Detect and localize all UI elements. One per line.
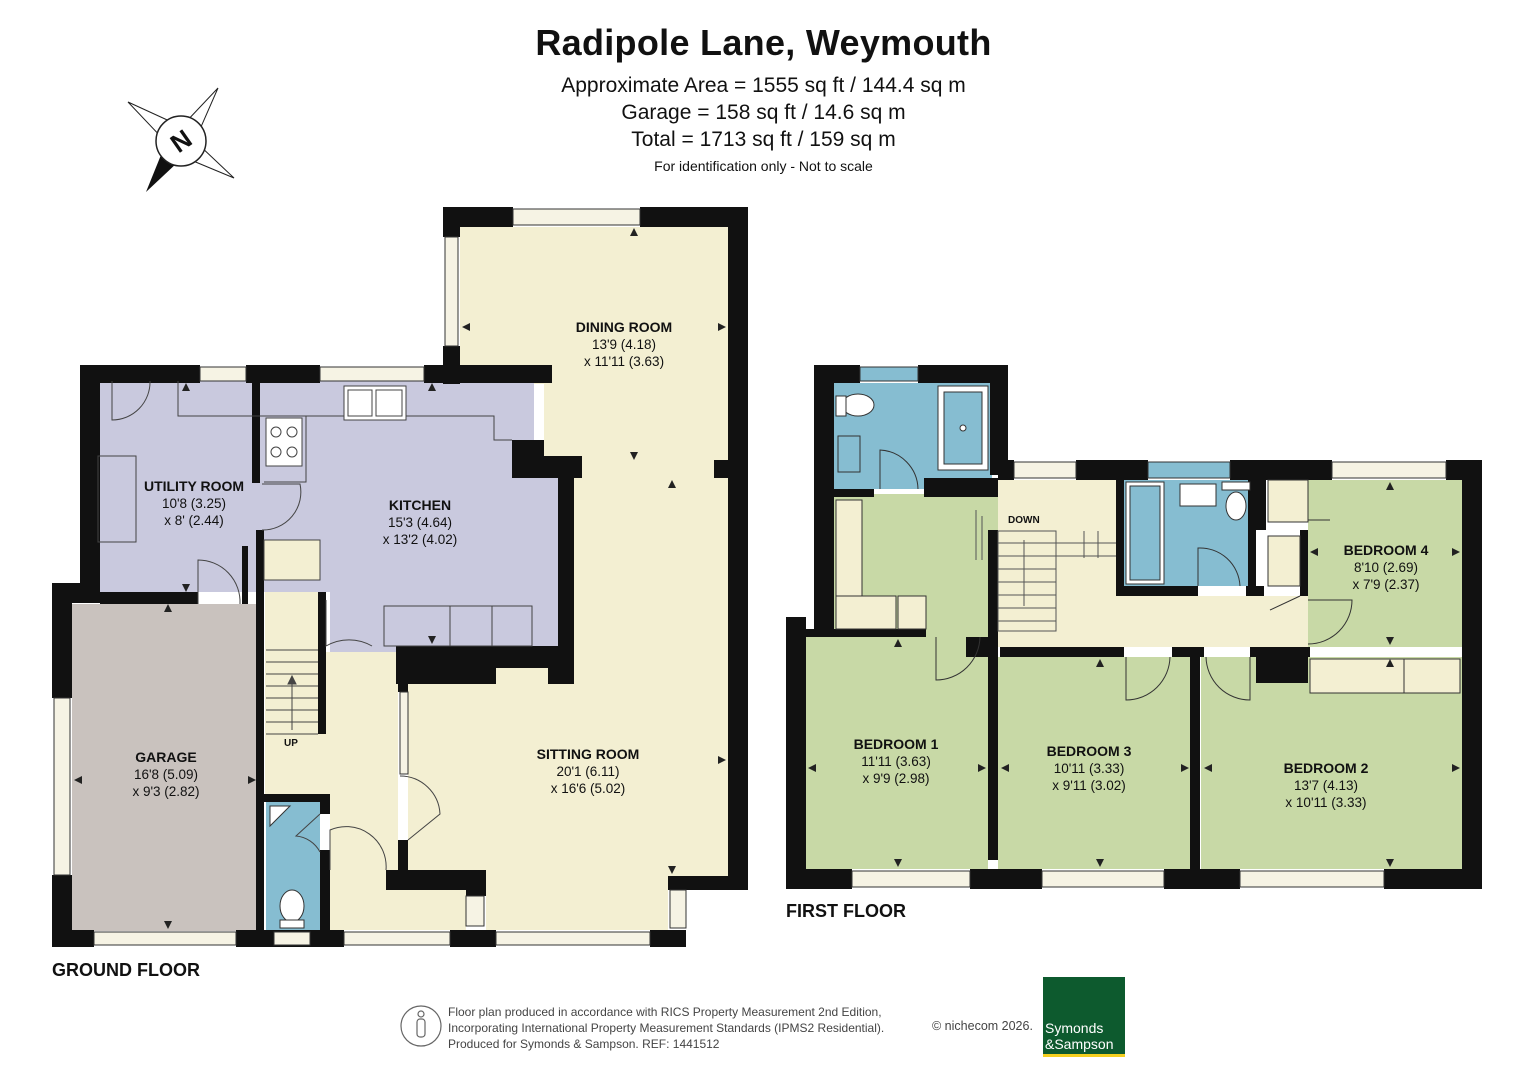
kitchen-fill	[258, 381, 558, 652]
scale-disclaimer: For identification only - Not to scale	[654, 158, 873, 174]
wc-fixtures	[269, 805, 305, 929]
footer-line1: Floor plan produced in accordance with R…	[448, 1005, 882, 1019]
north-arrow-icon: N	[127, 87, 235, 192]
utility-room-dim2: x 8' (2.44)	[164, 513, 224, 528]
ground-floor-stairs	[266, 649, 318, 735]
ground-floor-label: GROUND FLOOR	[52, 960, 200, 980]
utility-room-name: UTILITY ROOM	[143, 478, 245, 494]
kitchen-label: KITCHEN 15'3 (4.64) x 13'2 (4.02)	[330, 497, 510, 548]
utility-room-dim1: 10'8 (3.25)	[161, 496, 227, 511]
bedroom2-dim2: x 10'11 (3.33)	[1285, 795, 1367, 810]
bedroom3-name: BEDROOM 3	[1046, 743, 1132, 759]
bedroom1-name: BEDROOM 1	[853, 736, 939, 752]
kitchen-fixtures	[97, 380, 533, 871]
utility-room-label: UTILITY ROOM 10'8 (3.25) x 8' (2.44)	[104, 478, 284, 529]
bedroom2-dim1: 13'7 (4.13)	[1293, 778, 1359, 793]
first-floor-fixtures	[835, 385, 1461, 701]
bedroom3-dim1: 10'11 (3.33)	[1053, 761, 1125, 776]
bedroom1-dim1: 11'11 (3.63)	[861, 754, 931, 769]
kitchen-name: KITCHEN	[388, 497, 452, 513]
dining-room-dim2: x 11'11 (3.63)	[583, 354, 665, 369]
bedroom2-label: BEDROOM 2 13'7 (4.13) x 10'11 (3.33)	[1236, 760, 1416, 811]
bedroom4-dim2: x 7'9 (2.37)	[1352, 577, 1420, 592]
footer-line2: Incorporating International Property Mea…	[448, 1021, 885, 1035]
footer-line3: Produced for Symonds & Sampson. REF: 144…	[448, 1037, 720, 1051]
person-measure-icon	[400, 1005, 442, 1047]
first-floor-windows	[851, 366, 1447, 888]
stairs-down-label: DOWN	[1008, 515, 1040, 526]
sitting-room-name: SITTING ROOM	[536, 746, 640, 762]
sitting-room-dim2: x 16'6 (5.02)	[550, 781, 626, 796]
dining-room-dim1: 13'9 (4.18)	[591, 337, 657, 352]
approximate-area: Approximate Area = 1555 sq ft / 144.4 sq…	[561, 74, 966, 97]
ground-floor-windows	[53, 208, 687, 946]
bedroom4-label: BEDROOM 4 8'10 (2.69) x 7'9 (2.37)	[1296, 542, 1476, 593]
garage-label: GARAGE 16'8 (5.09) x 9'3 (2.82)	[76, 749, 256, 800]
first-floor-label: FIRST FLOOR	[786, 901, 906, 921]
kitchen-dim1: 15'3 (4.64)	[387, 515, 453, 530]
bedroom2-name: BEDROOM 2	[1283, 760, 1369, 776]
sitting-room-label: SITTING ROOM 20'1 (6.11) x 16'6 (5.02)	[498, 746, 678, 797]
bedroom3-fill	[998, 657, 1191, 869]
bedroom1-dim2: x 9'9 (2.98)	[862, 771, 930, 786]
garage-dim2: x 9'3 (2.82)	[132, 784, 200, 799]
bedroom1-fill	[806, 637, 988, 869]
bedroom4-dim1: 8'10 (2.69)	[1353, 560, 1419, 575]
bedroom4-fill	[1308, 480, 1462, 647]
sitting-room-dim1: 20'1 (6.11)	[556, 764, 620, 779]
bedroom1-label: BEDROOM 1 11'11 (3.63) x 9'9 (2.98)	[806, 736, 986, 787]
footer-note: Floor plan produced in accordance with R…	[448, 1004, 884, 1052]
copyright: © nichecom 2026.	[932, 1019, 1033, 1033]
logo-accent-bar	[1043, 1054, 1125, 1057]
logo-line2: &Sampson	[1045, 1036, 1114, 1052]
measurement-arrows	[74, 228, 1460, 929]
landing-fill	[998, 480, 1308, 647]
dining-room-label: DINING ROOM 13'9 (4.18) x 11'11 (3.63)	[534, 319, 714, 370]
dining-room-name: DINING ROOM	[575, 319, 673, 335]
hallway-fill	[265, 592, 466, 930]
ground-floor-walls	[52, 207, 748, 947]
first-floor-walls	[786, 365, 1482, 889]
bedroom3-dim2: x 9'11 (3.02)	[1052, 778, 1126, 793]
garage-fill	[72, 604, 258, 931]
total-area: Total = 1713 sq ft / 159 sq m	[631, 128, 896, 151]
garage-dim1: 16'8 (5.09)	[133, 767, 199, 782]
logo-line1: Symonds	[1045, 1020, 1104, 1036]
garage-area: Garage = 158 sq ft / 14.6 sq m	[621, 101, 906, 124]
symonds-sampson-logo: Symonds &Sampson	[1043, 977, 1125, 1057]
bedroom4-name: BEDROOM 4	[1343, 542, 1429, 558]
garage-name: GARAGE	[135, 749, 197, 765]
bedroom3-label: BEDROOM 3 10'11 (3.33) x 9'11 (3.02)	[999, 743, 1179, 794]
page-title: Radipole Lane, Weymouth	[535, 22, 992, 63]
stairs-up-label: UP	[284, 738, 298, 749]
kitchen-dim2: x 13'2 (4.02)	[382, 532, 458, 547]
